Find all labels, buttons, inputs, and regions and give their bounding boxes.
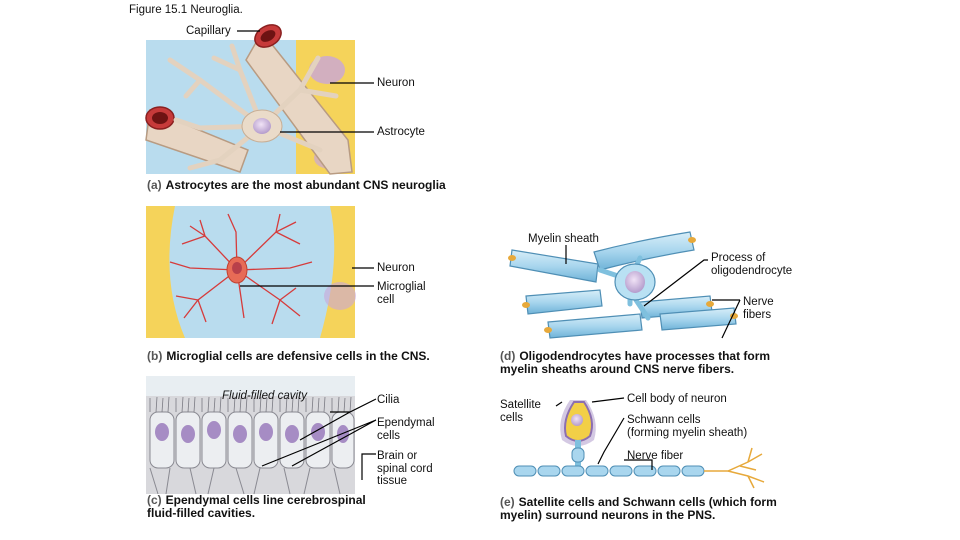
astrocyte-illustration	[145, 24, 355, 175]
label-capillary: Capillary	[186, 25, 231, 37]
caption-b: (b)Microglial cells are defensive cells …	[147, 350, 430, 363]
caption-a-text: Astrocytes are the most abundant CNS neu…	[165, 178, 446, 192]
label-nerve-fibers: Nerve fibers	[743, 296, 774, 321]
caption-e-tag: (e)	[500, 495, 515, 509]
caption-b-text: Microglial cells are defensive cells in …	[166, 349, 430, 363]
label-myelin-sheath: Myelin sheath	[528, 233, 599, 245]
caption-c: (c)Ependymal cells line cerebrospinal fl…	[147, 494, 366, 520]
label-neuron-a: Neuron	[377, 77, 415, 89]
caption-e: (e)Satellite cells and Schwann cells (wh…	[500, 496, 777, 522]
label-cell-body: Cell body of neuron	[627, 393, 727, 405]
caption-d-tag: (d)	[500, 349, 516, 363]
label-astrocyte: Astrocyte	[377, 126, 425, 138]
caption-a-tag: (a)	[147, 178, 162, 192]
caption-c-tag: (c)	[147, 493, 162, 507]
caption-d: (d)Oligodendrocytes have processes that …	[500, 350, 770, 376]
label-process-oligodendrocyte: Process of oligodendrocyte	[711, 252, 793, 277]
ependymal-illustration	[146, 376, 355, 495]
label-cilia: Cilia	[377, 394, 400, 406]
label-brain-spinal-cord: Brain or spinal cord tissue	[377, 450, 433, 487]
label-ependymal-cells: Ependymal cells	[377, 417, 435, 442]
label-nerve-fiber: Nerve fiber	[627, 450, 684, 462]
label-microglial-cell: Microglial cell	[377, 281, 426, 306]
caption-c-text: Ependymal cells line cerebrospinal fluid…	[147, 493, 366, 520]
schwann-illustration	[513, 400, 765, 489]
leader-lines	[237, 30, 741, 480]
label-satellite-cells: Satellite cells	[500, 399, 541, 424]
microglia-illustration	[146, 206, 356, 338]
caption-e-text: Satellite cells and Schwann cells (which…	[500, 495, 777, 522]
caption-b-tag: (b)	[147, 349, 163, 363]
oligodendrocyte-illustration	[508, 231, 738, 339]
label-fluid-filled-cavity: Fluid-filled cavity	[222, 390, 307, 402]
caption-d-text: Oligodendrocytes have processes that for…	[500, 349, 771, 376]
label-schwann-cells: Schwann cells (forming myelin sheath)	[627, 414, 748, 439]
figure-title: Figure 15.1 Neuroglia.	[129, 4, 243, 16]
label-neuron-b: Neuron	[377, 262, 415, 274]
caption-a: (a)Astrocytes are the most abundant CNS …	[147, 179, 446, 192]
